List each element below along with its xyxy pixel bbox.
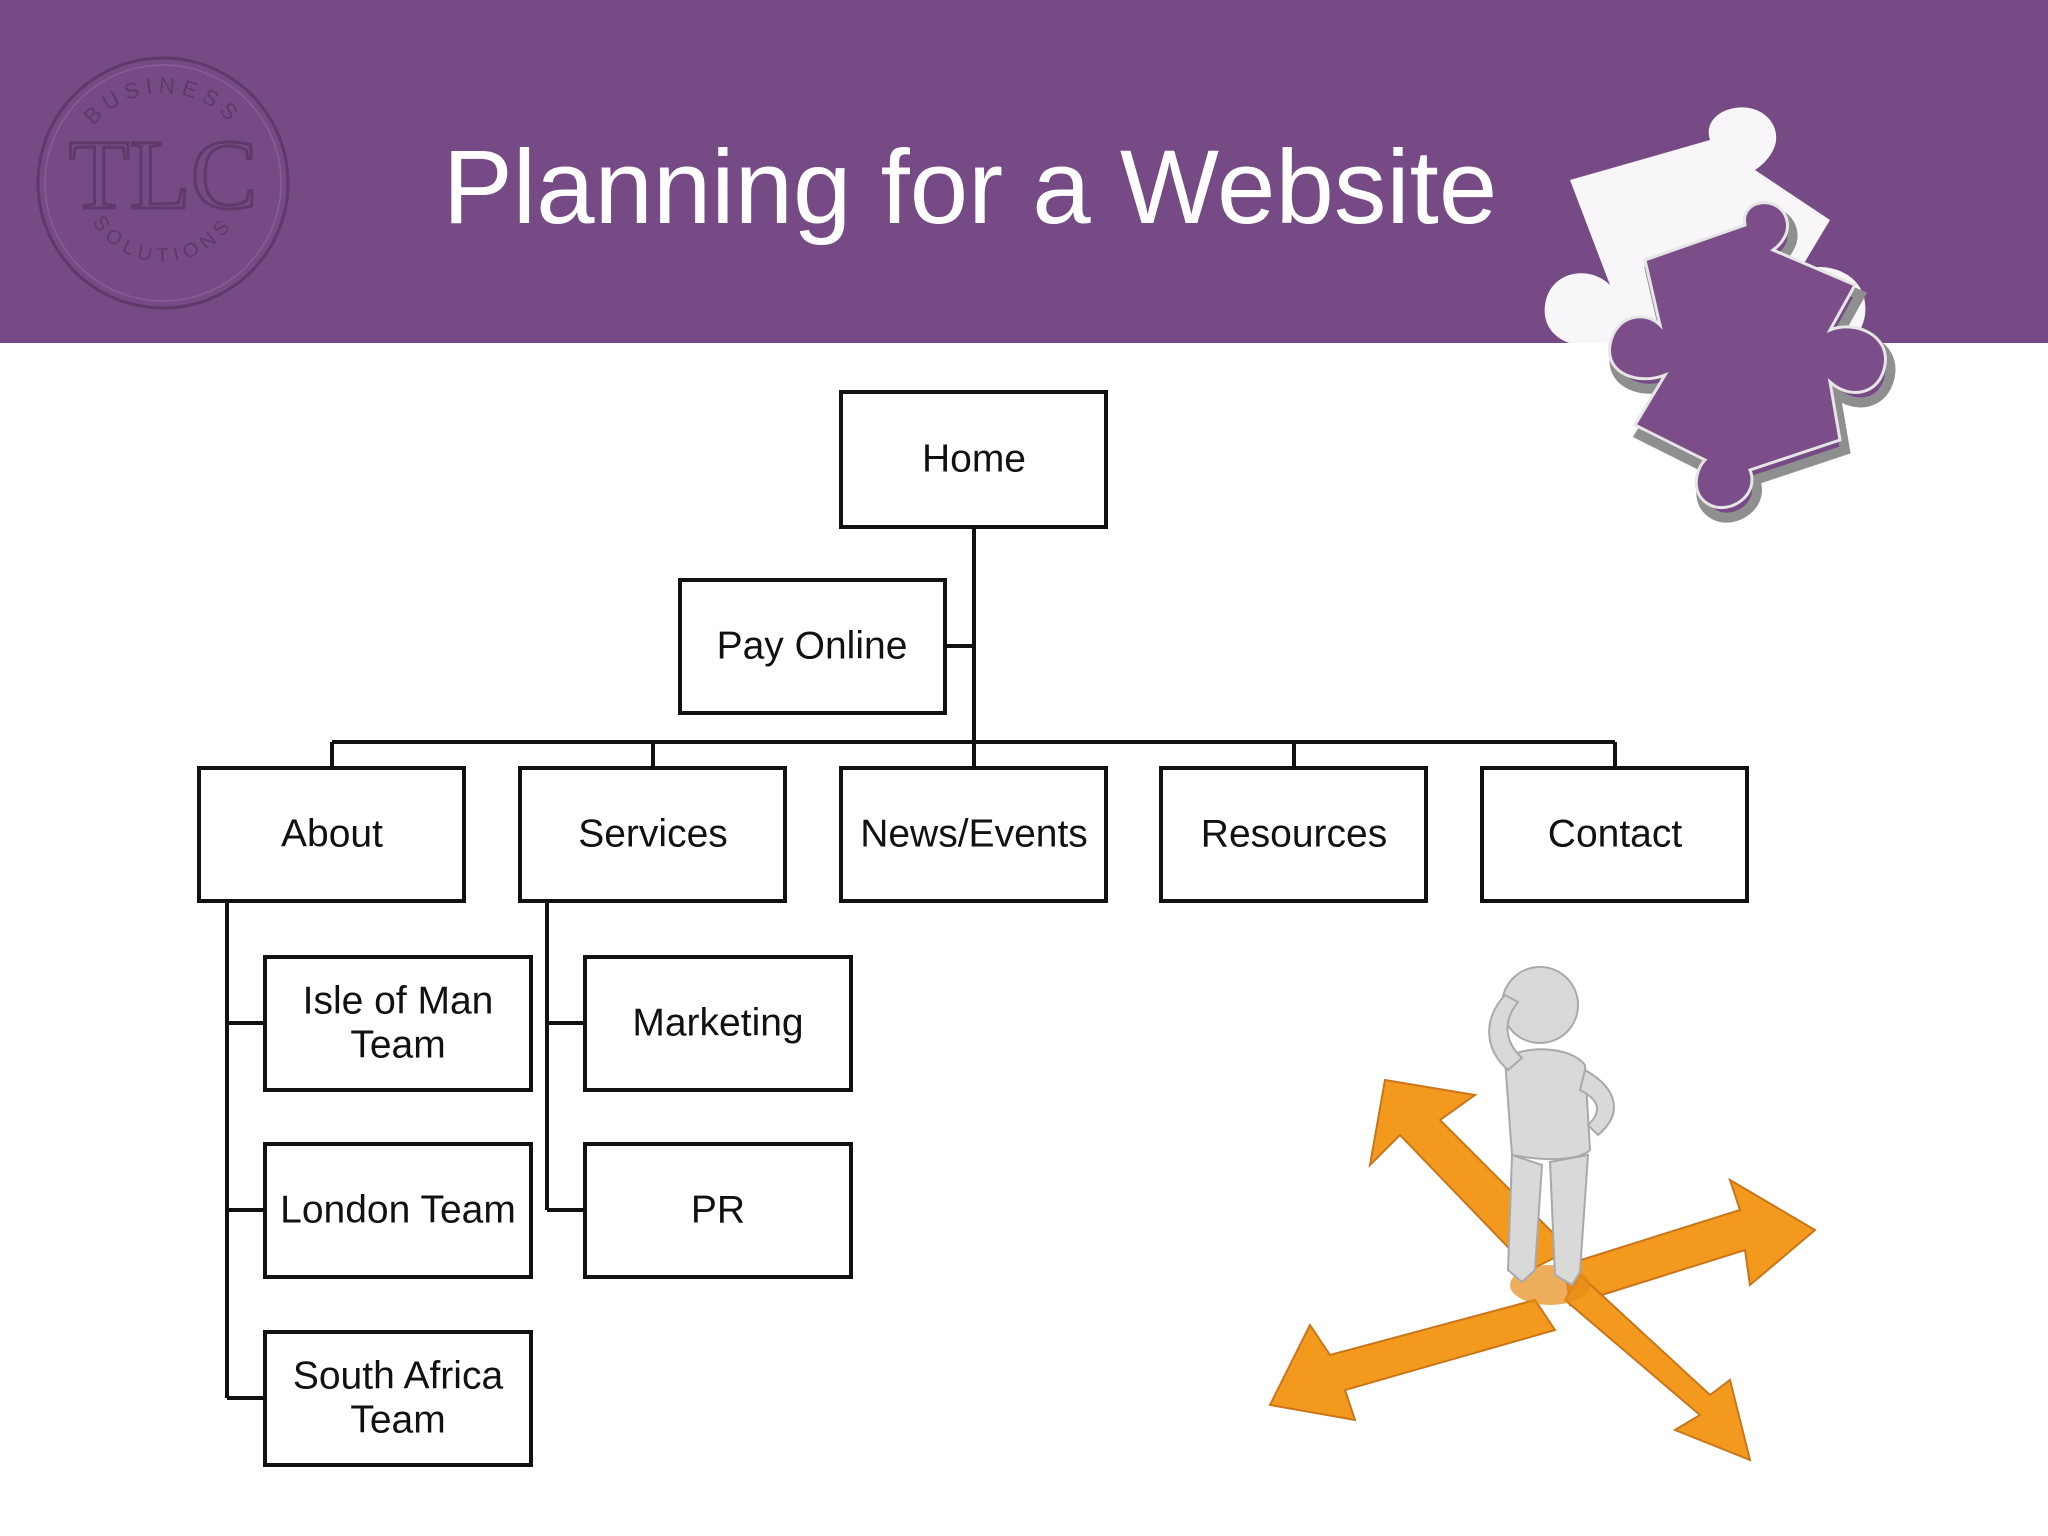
node-london-team-label: London Team (280, 1189, 516, 1232)
person-arm-head (1488, 993, 1524, 1072)
node-isle-of-man-team (263, 955, 533, 1092)
node-pay-online (678, 578, 947, 715)
node-pay-online-label: Pay Online (717, 625, 908, 668)
node-services-label: Services (578, 813, 728, 856)
node-news-events-label: News/Events (860, 813, 1088, 856)
node-news-events (839, 766, 1108, 903)
arrow-left (1268, 1298, 1557, 1422)
node-resources (1159, 766, 1428, 903)
node-contact (1480, 766, 1749, 903)
node-london-team (263, 1142, 533, 1279)
node-about-label: About (281, 813, 383, 856)
node-home-label: Home (922, 438, 1026, 481)
person-arm-hip (1578, 1068, 1615, 1137)
person-leg-right (1548, 1153, 1590, 1287)
node-contact-label: Contact (1548, 813, 1683, 856)
person-leg-left (1506, 1153, 1544, 1284)
node-marketing (583, 955, 853, 1092)
node-south-africa-line1: South Africa (293, 1355, 504, 1398)
node-pr (583, 1142, 853, 1279)
node-home (839, 390, 1108, 529)
node-pr-label: PR (691, 1189, 745, 1232)
node-resources-label: Resources (1201, 813, 1387, 856)
node-isle-of-man-line2: Team (350, 1024, 445, 1067)
node-isle-of-man-line1: Isle of Man (303, 980, 494, 1023)
slide-title: Planning for a Website (442, 129, 1498, 246)
tlc-logo: BUSINESS SOLUTIONS TLC (36, 56, 290, 310)
node-services (518, 766, 787, 903)
logo-letters: TLC (69, 119, 258, 230)
node-marketing-label: Marketing (632, 1002, 803, 1045)
node-south-africa-line2: Team (350, 1399, 445, 1442)
person-torso (1503, 1048, 1592, 1161)
node-south-africa-team (263, 1330, 533, 1467)
node-about (197, 766, 466, 903)
arrow-right (1563, 1177, 1817, 1307)
puzzle-piece-icon (1544, 107, 1896, 523)
arrow-down-right (1563, 1273, 1752, 1462)
thinking-person-illustration (1268, 966, 1817, 1462)
